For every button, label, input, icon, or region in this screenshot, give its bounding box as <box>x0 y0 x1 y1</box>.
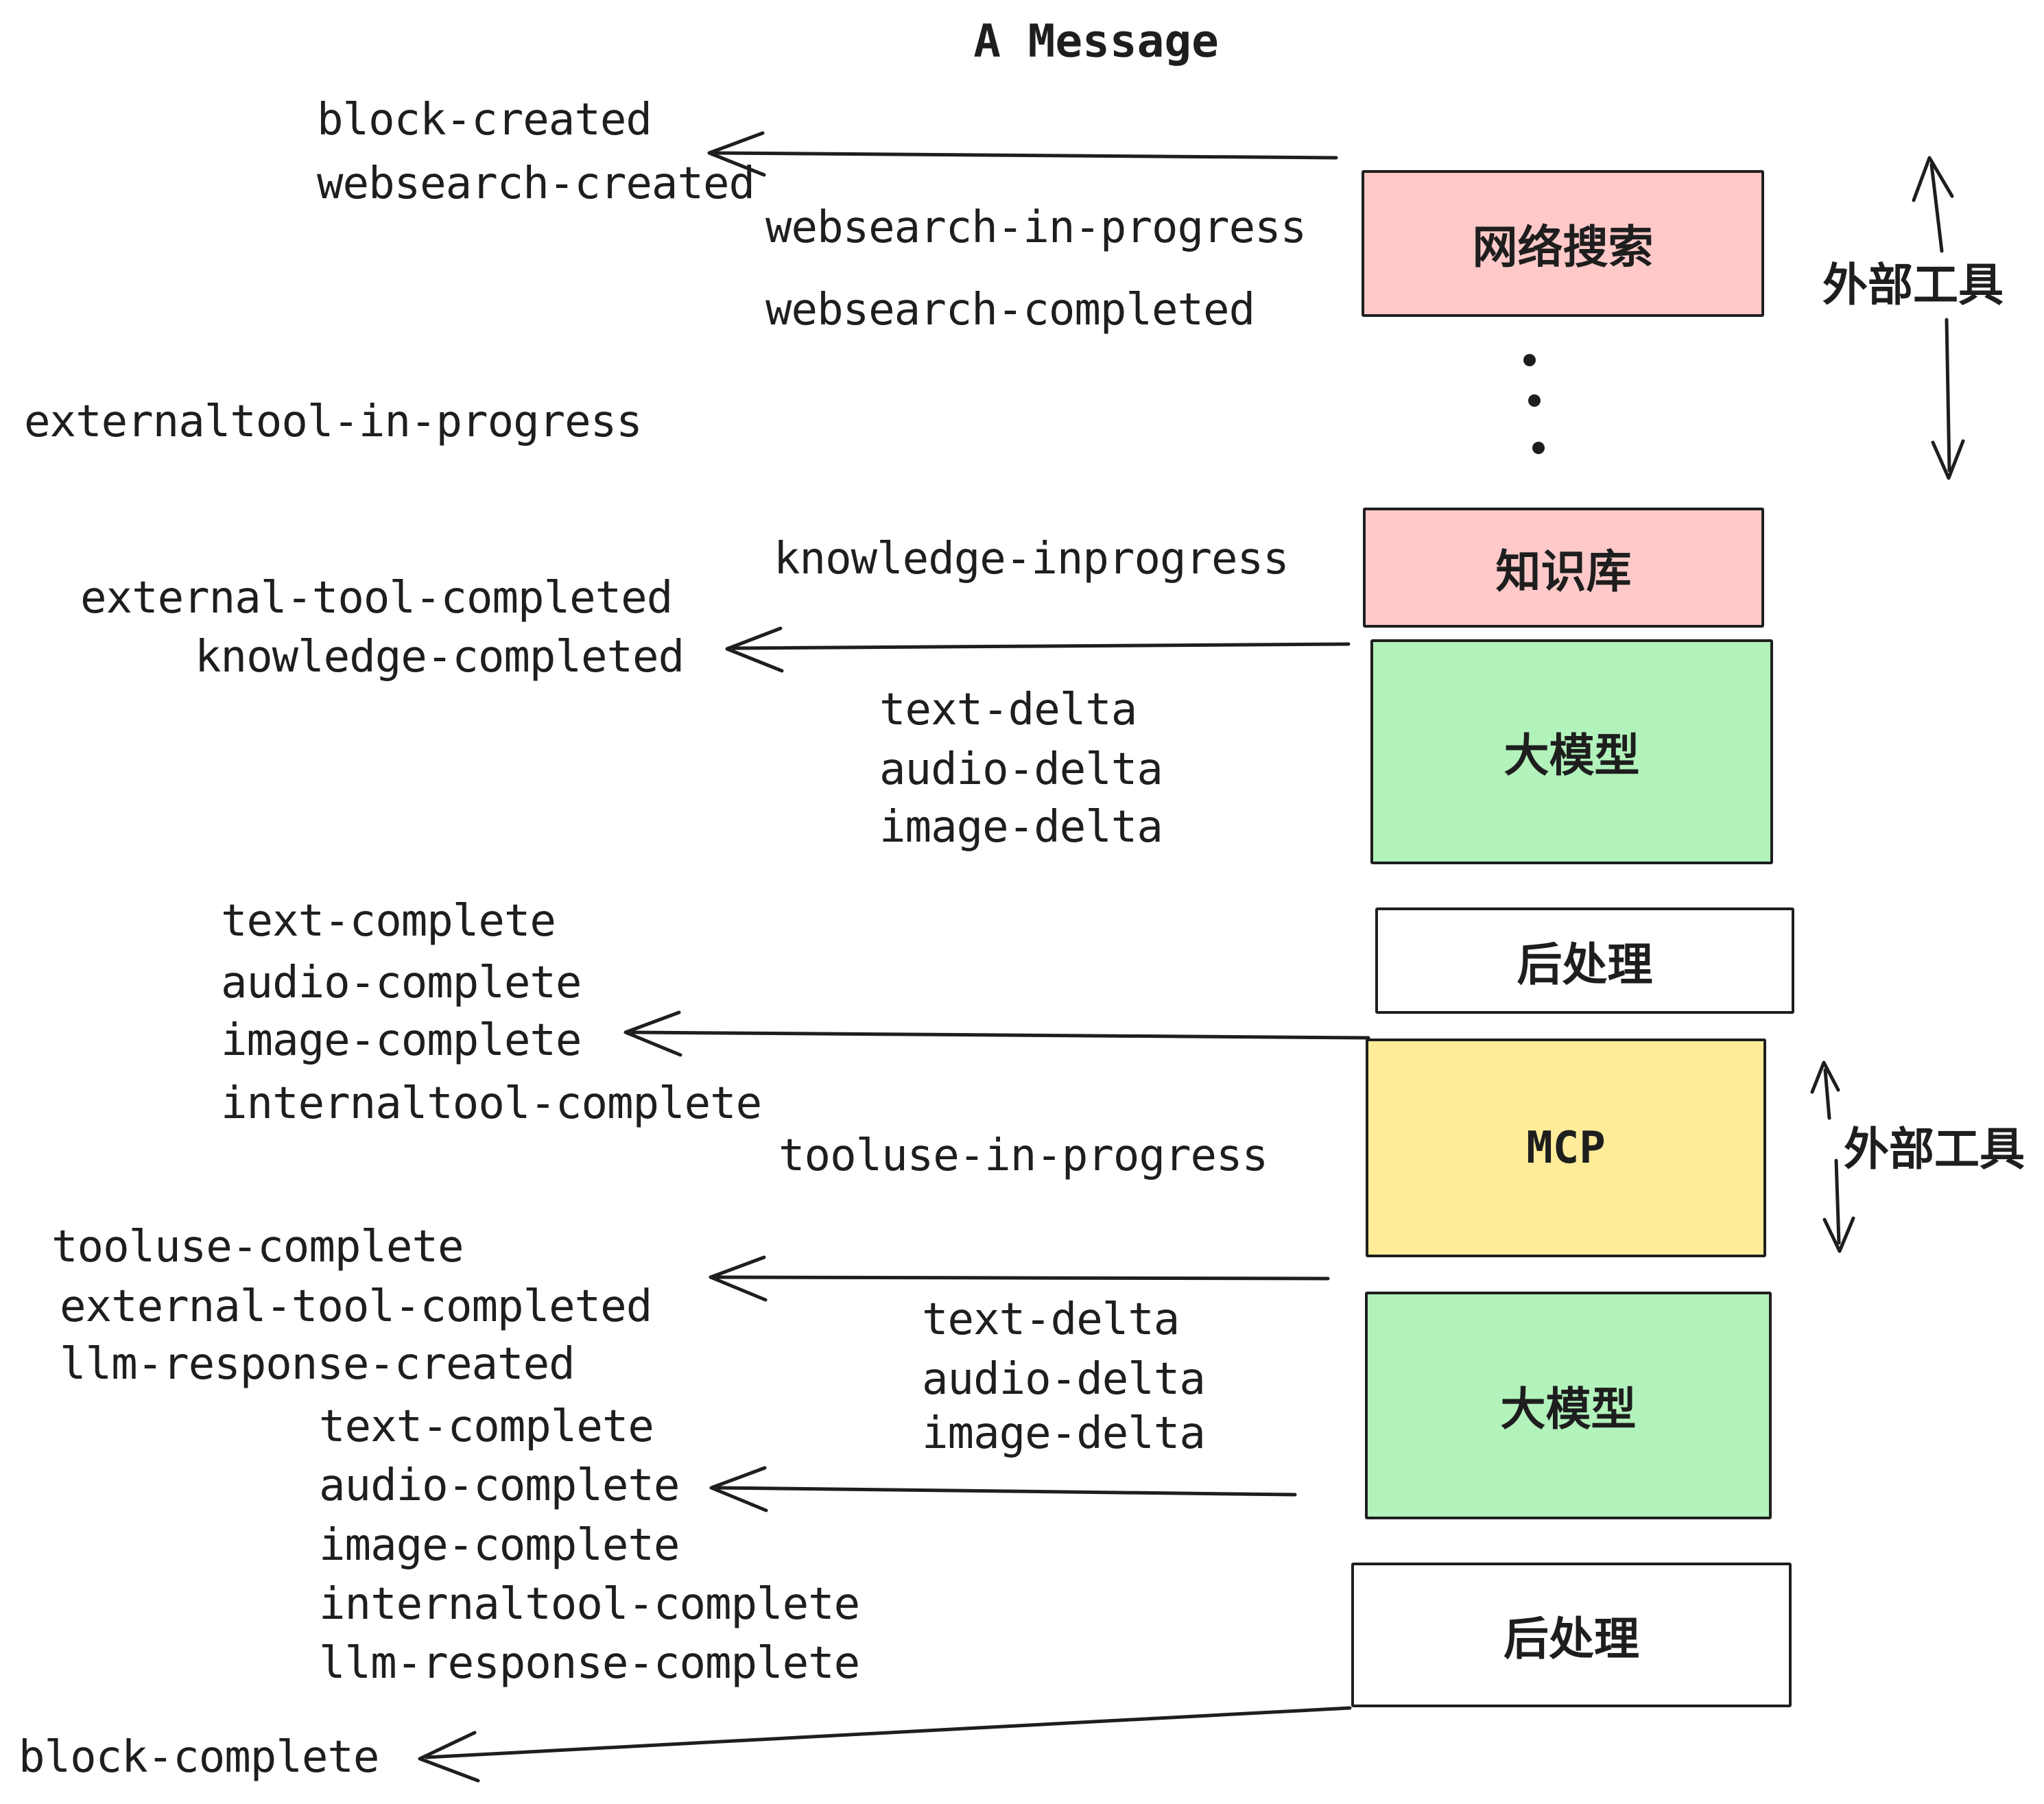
event-audio-complete-2: audio-complete <box>319 1460 680 1511</box>
event-text-delta-2: text-delta <box>922 1294 1180 1345</box>
box-post-1-label: 后处理 <box>1517 938 1653 991</box>
event-text-delta-1: text-delta <box>879 685 1137 735</box>
event-audio-delta-2: audio-delta <box>922 1354 1206 1405</box>
arrow-tooluse-complete <box>709 1255 1330 1302</box>
event-tooluse-in-progress: tooluse-in-progress <box>779 1130 1268 1181</box>
arrow-audio-complete <box>709 1466 1297 1512</box>
external-tools-up-arrow-1 <box>1912 156 1954 253</box>
arrow-block-complete <box>418 1706 1352 1783</box>
box-llm-2: 大模型 <box>1365 1292 1772 1519</box>
box-knowledge: 知识库 <box>1363 508 1764 628</box>
event-image-delta-2: image-delta <box>922 1408 1206 1459</box>
event-websearch-created: websearch-created <box>317 158 755 209</box>
box-llm-2-label: 大模型 <box>1500 1383 1637 1436</box>
box-mcp: MCP <box>1366 1039 1766 1257</box>
event-internaltool-complete-1: internaltool-complete <box>221 1078 762 1129</box>
box-llm-1-label: 大模型 <box>1504 729 1640 782</box>
box-knowledge-label: 知识库 <box>1495 545 1632 598</box>
arrow-websearch-created <box>707 131 1338 177</box>
event-text-complete-1: text-complete <box>221 896 556 947</box>
event-knowledge-inprogress: knowledge-inprogress <box>774 534 1290 584</box>
box-mcp-label: MCP <box>1526 1122 1606 1174</box>
arrow-knowledge-completed <box>725 626 1351 673</box>
event-llm-response-complete: llm-response-complete <box>319 1638 860 1689</box>
box-post-1: 后处理 <box>1375 907 1794 1014</box>
external-tools-label-1: 外部工具 <box>1822 259 2004 311</box>
external-tools-label-2: 外部工具 <box>1844 1123 2025 1176</box>
event-external-tool-completed-1: external-tool-completed <box>80 573 673 624</box>
event-image-delta-1: image-delta <box>879 802 1163 853</box>
event-websearch-completed: websearch-completed <box>765 285 1255 335</box>
external-tools-up-arrow-2 <box>1810 1060 1840 1120</box>
box-llm-1: 大模型 <box>1370 639 1773 864</box>
diagram-title: A Message <box>973 14 1219 68</box>
event-externaltool-in-progress: externaltool-in-progress <box>24 396 643 447</box>
event-block-complete: block-complete <box>19 1732 379 1783</box>
event-audio-complete-1: audio-complete <box>221 958 582 1008</box>
event-external-tool-completed-2: external-tool-completed <box>60 1281 652 1332</box>
event-llm-response-created: llm-response-created <box>60 1339 575 1390</box>
external-tools-down-arrow-1 <box>1931 318 1965 480</box>
event-block-created: block-created <box>317 95 652 145</box>
event-image-complete-1: image-complete <box>221 1015 582 1066</box>
event-internaltool-complete-2: internaltool-complete <box>319 1579 860 1630</box>
arrow-image-complete <box>623 1010 1370 1057</box>
event-tooluse-complete: tooluse-complete <box>51 1222 464 1272</box>
event-websearch-in-progress: websearch-in-progress <box>765 202 1307 253</box>
box-websearch: 网络搜索 <box>1362 170 1764 317</box>
event-text-complete-2: text-complete <box>319 1401 654 1452</box>
event-knowledge-completed: knowledge-completed <box>195 632 685 683</box>
event-image-complete-2: image-complete <box>319 1520 680 1571</box>
box-post-2-label: 后处理 <box>1504 1612 1639 1665</box>
event-audio-delta-1: audio-delta <box>879 744 1163 795</box>
box-post-2: 后处理 <box>1351 1563 1792 1707</box>
ellipsis-dots <box>1523 354 1545 454</box>
box-websearch-label: 网络搜索 <box>1472 221 1654 274</box>
